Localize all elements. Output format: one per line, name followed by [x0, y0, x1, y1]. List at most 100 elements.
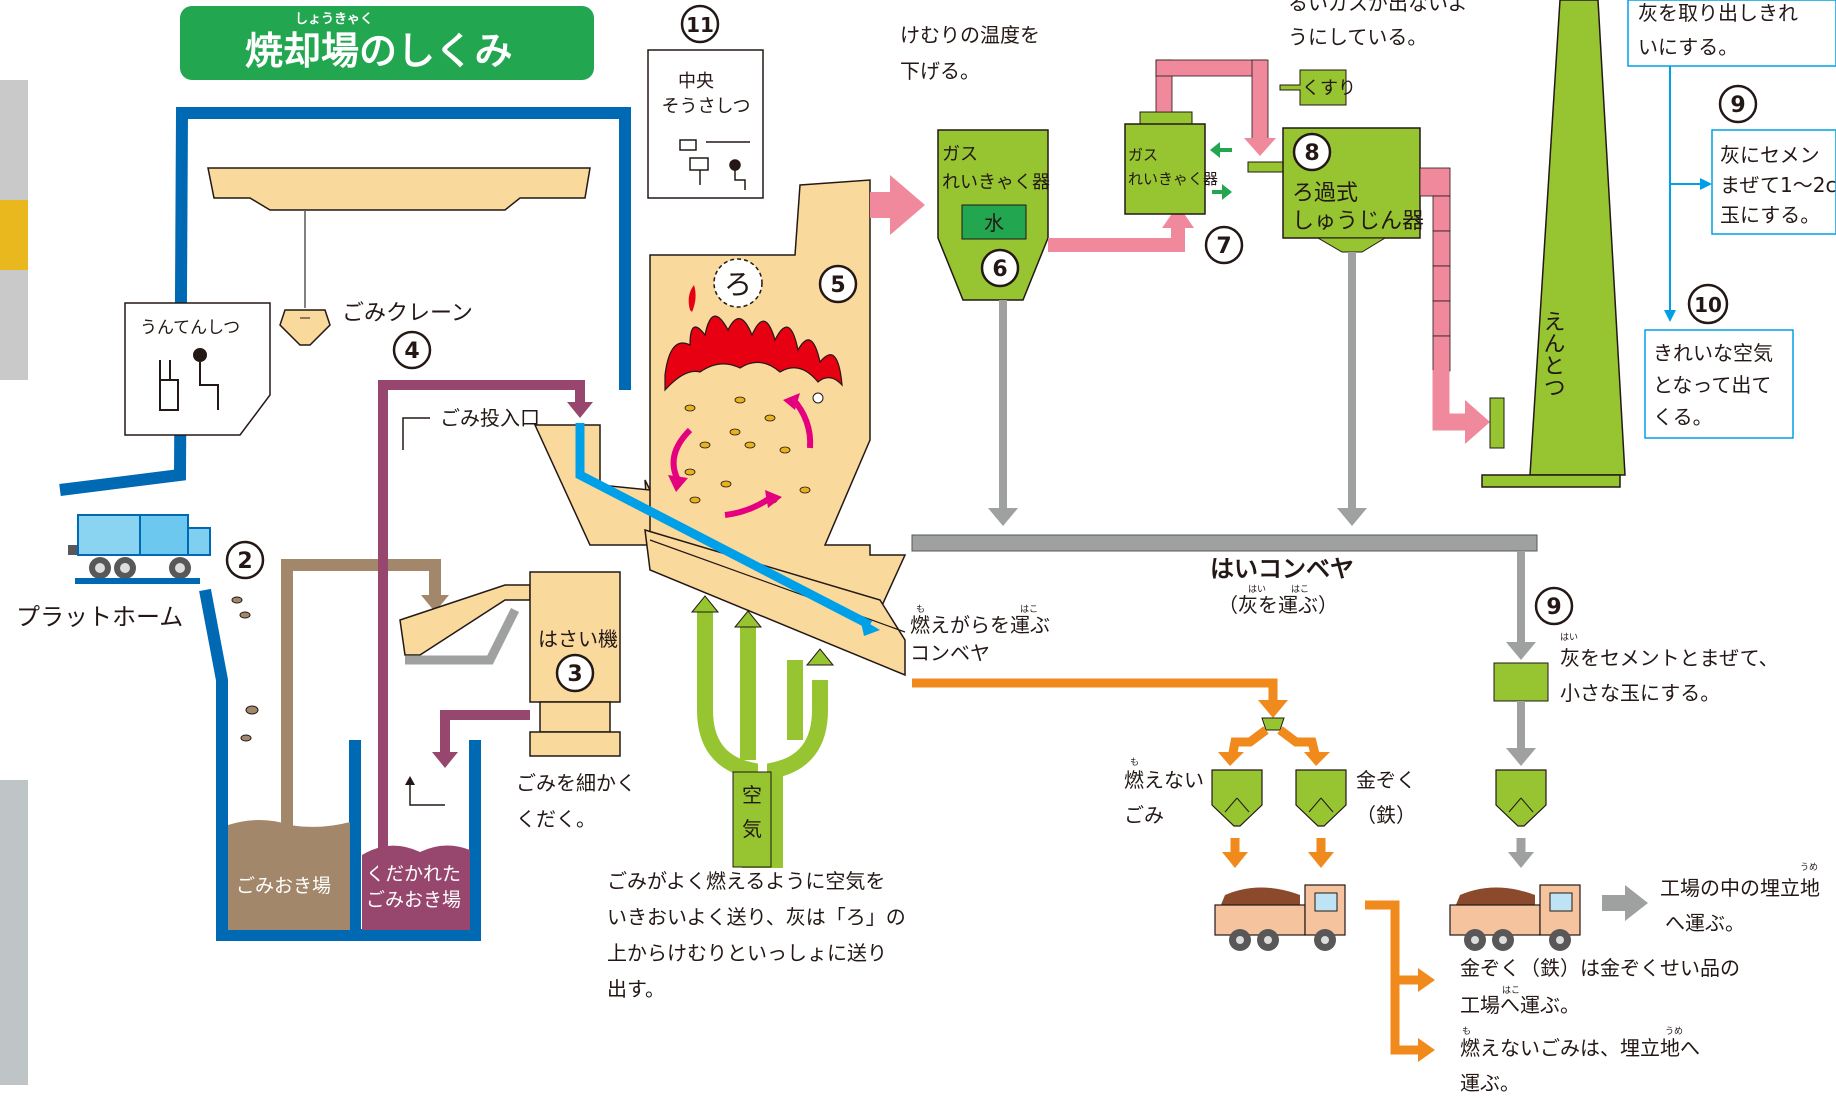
- unburn-dest-2: 運ぶ。: [1460, 1071, 1520, 1095]
- hopper-pointer: [402, 417, 430, 450]
- residue-conv-2: コンベヤ: [910, 641, 990, 665]
- unburnable-label-1: 燃えない: [1124, 768, 1204, 792]
- chimney-inlet-pipe: [1432, 370, 1470, 431]
- ro-label: ろ: [724, 268, 752, 301]
- garbage-pit: [228, 820, 350, 930]
- ash-flow-arrow-down: [1664, 310, 1676, 322]
- ruby-hako-metal: はこ: [1502, 985, 1520, 996]
- cement-top-2: まぜて1～2c: [1720, 173, 1836, 197]
- chimney: [1481, 0, 1626, 488]
- chimney-label: えんとつ: [1540, 310, 1565, 398]
- air-desc-4: 出す。: [607, 977, 665, 1001]
- residue-flow-arrow: [1258, 700, 1288, 718]
- ruby-mo-unburn: も: [1130, 757, 1139, 768]
- feed-chute-arrow: [860, 618, 880, 636]
- step-2-badge: [225, 540, 265, 580]
- cement-mix-1: 灰をセメントとまぜて、: [1560, 646, 1779, 670]
- metal-dest-2: 工場へ運ぶ。: [1460, 993, 1580, 1017]
- bin-metal: [1295, 769, 1347, 827]
- operator-room-label: うんてんしつ: [140, 318, 240, 338]
- landfill-factory-1: 工場の中の埋立地: [1660, 876, 1820, 900]
- cement-top-box: [1711, 129, 1836, 235]
- small-up-arrow: [409, 780, 445, 806]
- unburn-dest-1: 燃えないごみは、埋立地へ: [1460, 1036, 1700, 1060]
- pit-to-crusher-arrow: [421, 595, 449, 612]
- fire-icon: [664, 315, 843, 392]
- cooler1-to-cooler2-pipe: [1048, 225, 1185, 252]
- title-badge: [180, 6, 594, 80]
- cement-top-1: 灰にセメン: [1720, 143, 1820, 167]
- step-3-badge: [555, 653, 595, 693]
- ruby-ume-factory: うめ: [1800, 862, 1818, 873]
- water-box: [961, 204, 1027, 240]
- to-factory-landfill-arrow: [1602, 885, 1648, 921]
- ruby-hako-residue: はこ: [1020, 604, 1038, 615]
- filter-label-1: ろ過式: [1292, 181, 1358, 206]
- step-5-badge: [818, 264, 858, 304]
- crane-label: ごみクレーン: [342, 301, 473, 326]
- metal-label-1: 金ぞく: [1356, 768, 1416, 792]
- dump-truck-2-icon: [1449, 884, 1581, 951]
- ash-conveyor-label: はいコンベヤ: [1210, 555, 1354, 583]
- splitter: [1261, 717, 1285, 731]
- clean-air-1: きれいな空気: [1653, 341, 1773, 365]
- ash-conveyor-sub: （灰を運ぶ）: [1218, 593, 1338, 617]
- filter-ash-arrow: [1337, 508, 1367, 526]
- split-right-arrow: [1304, 752, 1330, 766]
- building-outline: [59, 107, 631, 941]
- bin2-down-arrow: [1308, 852, 1334, 868]
- cement-arrow: [1506, 642, 1536, 660]
- central-room-label-2: そうさしつ: [662, 96, 751, 117]
- metal-dest-1: 金ぞく（鉄）は金ぞくせい品の: [1460, 956, 1740, 980]
- ash-conveyor-ruby-1: はい: [1248, 584, 1266, 595]
- medicine-label: くすり: [1302, 78, 1356, 99]
- chimney-inlet-arrow: [1465, 400, 1490, 444]
- gas-desc-1: るいガスが出ないよ: [1288, 0, 1468, 15]
- smoke-cool-2: 下げる。: [900, 59, 980, 83]
- filter-label-2: しゅうじん器: [1292, 209, 1424, 234]
- title-ruby: しょうきゃく: [295, 12, 373, 27]
- filter-to-chimney-pipe: [1419, 167, 1451, 372]
- crane-rail: [207, 167, 591, 211]
- gas-cooler-1-label-1: ガス: [942, 144, 978, 165]
- step-7-number: 7: [1216, 234, 1231, 259]
- crushed-to-hopper-pipe: [378, 380, 585, 870]
- ash-flow-arrow-right: [1700, 178, 1712, 190]
- ash-top-1: 灰を取り出しきれ: [1638, 1, 1798, 25]
- step-8-badge: [1292, 132, 1332, 172]
- spark-icon: [688, 285, 696, 312]
- step-11-badge: [680, 4, 720, 44]
- ash-conveyor: [911, 534, 1538, 552]
- bin3-down-arrow: [1508, 852, 1534, 868]
- step-6-badge: [980, 248, 1020, 288]
- gas-cooler-1-label-2: れいきゃく器: [942, 172, 1050, 193]
- operator-icon: [159, 348, 219, 411]
- ro-badge: ろ: [713, 258, 763, 308]
- split-right-pipe: [1277, 726, 1321, 760]
- gas-cooler-2-label-2: れいきゃく器: [1128, 170, 1218, 188]
- step-6-number: 6: [992, 257, 1007, 282]
- crushed-pit-label-1: くだかれた: [366, 863, 461, 885]
- crusher-machine: [529, 571, 621, 757]
- clean-air-3: くる。: [1653, 405, 1713, 429]
- clean-air-box: [1644, 329, 1794, 439]
- medicine-box: [1279, 69, 1347, 106]
- central-control-room: 中央 そうさしつ: [647, 49, 764, 199]
- unburnable-label-2: ごみ: [1124, 803, 1164, 827]
- step-9-top-badge: [1718, 84, 1758, 124]
- step-9-top-number: 9: [1730, 93, 1745, 118]
- crush-desc-2: くだく。: [516, 807, 596, 831]
- step-9-bottom-number: 9: [1546, 595, 1561, 620]
- photo-strip-bottom: [0, 780, 28, 1085]
- smoke-to-cooler-arrow: [870, 175, 925, 235]
- chemical-arrow: [1244, 138, 1276, 156]
- swirl-arrow-1: [668, 475, 688, 492]
- gas-cooler-2: [1124, 111, 1206, 215]
- cement-top-3: 玉にする。: [1720, 203, 1820, 227]
- residue-conv-1: 燃えがらを運ぶ: [910, 613, 1050, 637]
- crusher-label: はさい機: [538, 627, 618, 651]
- crusher-to-pit-pipe: [440, 710, 530, 755]
- chemical-pipe: [1155, 59, 1269, 141]
- platform-floor: [75, 578, 200, 584]
